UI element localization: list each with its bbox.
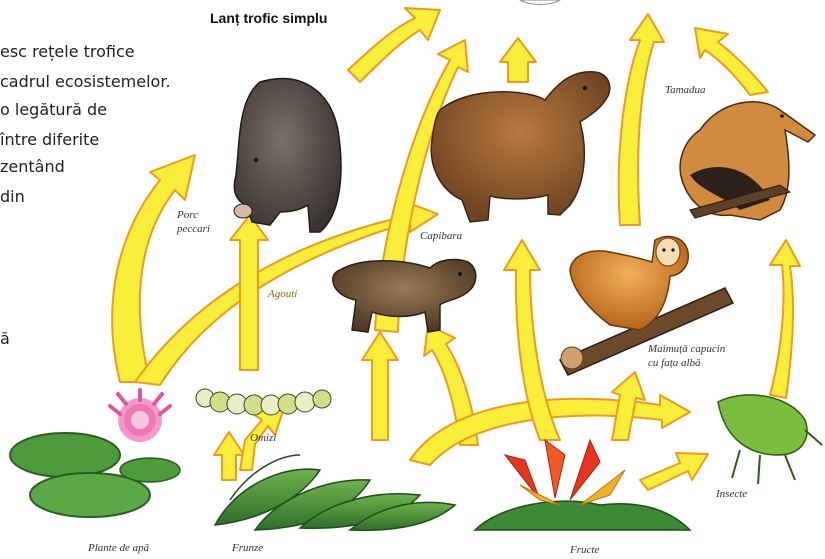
arrow-fruit-to-agouti-1 bbox=[362, 332, 398, 440]
label-fructe: Fructe bbox=[570, 544, 599, 557]
label-capibara: Capibara bbox=[420, 230, 462, 243]
arrow-frunze-to-omizi bbox=[214, 432, 244, 480]
label-insecte: Insecte bbox=[716, 488, 747, 501]
arrow-insects-to-tamadua bbox=[770, 240, 800, 398]
label-plante-de-apa: Plante de apă bbox=[88, 542, 149, 555]
intro-line-4: între diferite bbox=[0, 128, 99, 152]
top-clipped-animal bbox=[520, 0, 560, 5]
label-tamadua: Tamadua bbox=[665, 84, 706, 97]
arrow-capibara-up bbox=[500, 38, 536, 82]
peccari-illustration bbox=[234, 79, 341, 232]
tamadua-illustration bbox=[680, 102, 815, 220]
label-agouti: Agouti bbox=[268, 288, 297, 301]
label-frunze: Frunze bbox=[232, 542, 263, 555]
label-omizi: Omizi bbox=[250, 432, 276, 445]
label-maimuta-line1: Maimuță capucin bbox=[648, 342, 725, 356]
intro-line-2: cadrul ecosistemelor. bbox=[0, 70, 171, 94]
label-maimuta-line2: cu fața albă bbox=[648, 356, 725, 370]
label-maimuta: Maimuță capucin cu fața albă bbox=[648, 342, 725, 370]
arrow-fruit-to-insects bbox=[640, 453, 708, 490]
intro-line-1: esc rețele trofice bbox=[0, 40, 135, 64]
insect-illustration bbox=[718, 395, 822, 484]
arrow-up-tamadua-left bbox=[619, 14, 664, 225]
arrow-peccari-up bbox=[348, 8, 440, 82]
agouti-illustration bbox=[333, 260, 476, 332]
intro-tail: ă bbox=[0, 327, 10, 351]
intro-line-5: zentând bbox=[0, 155, 65, 179]
label-porc-peccari: Porc peccari bbox=[177, 208, 210, 236]
diagram-title: Lanț trofic simplu bbox=[210, 10, 327, 26]
label-porc-peccari-line1: Porc bbox=[177, 208, 210, 222]
caterpillar-illustration bbox=[196, 389, 331, 415]
intro-line-6: din bbox=[0, 185, 25, 209]
capibara-illustration bbox=[431, 72, 610, 222]
arrows-group bbox=[112, 8, 800, 490]
label-porc-peccari-line2: peccari bbox=[177, 222, 210, 236]
water-plants-illustration bbox=[10, 390, 180, 517]
intro-line-3: o legătură de bbox=[0, 98, 107, 122]
